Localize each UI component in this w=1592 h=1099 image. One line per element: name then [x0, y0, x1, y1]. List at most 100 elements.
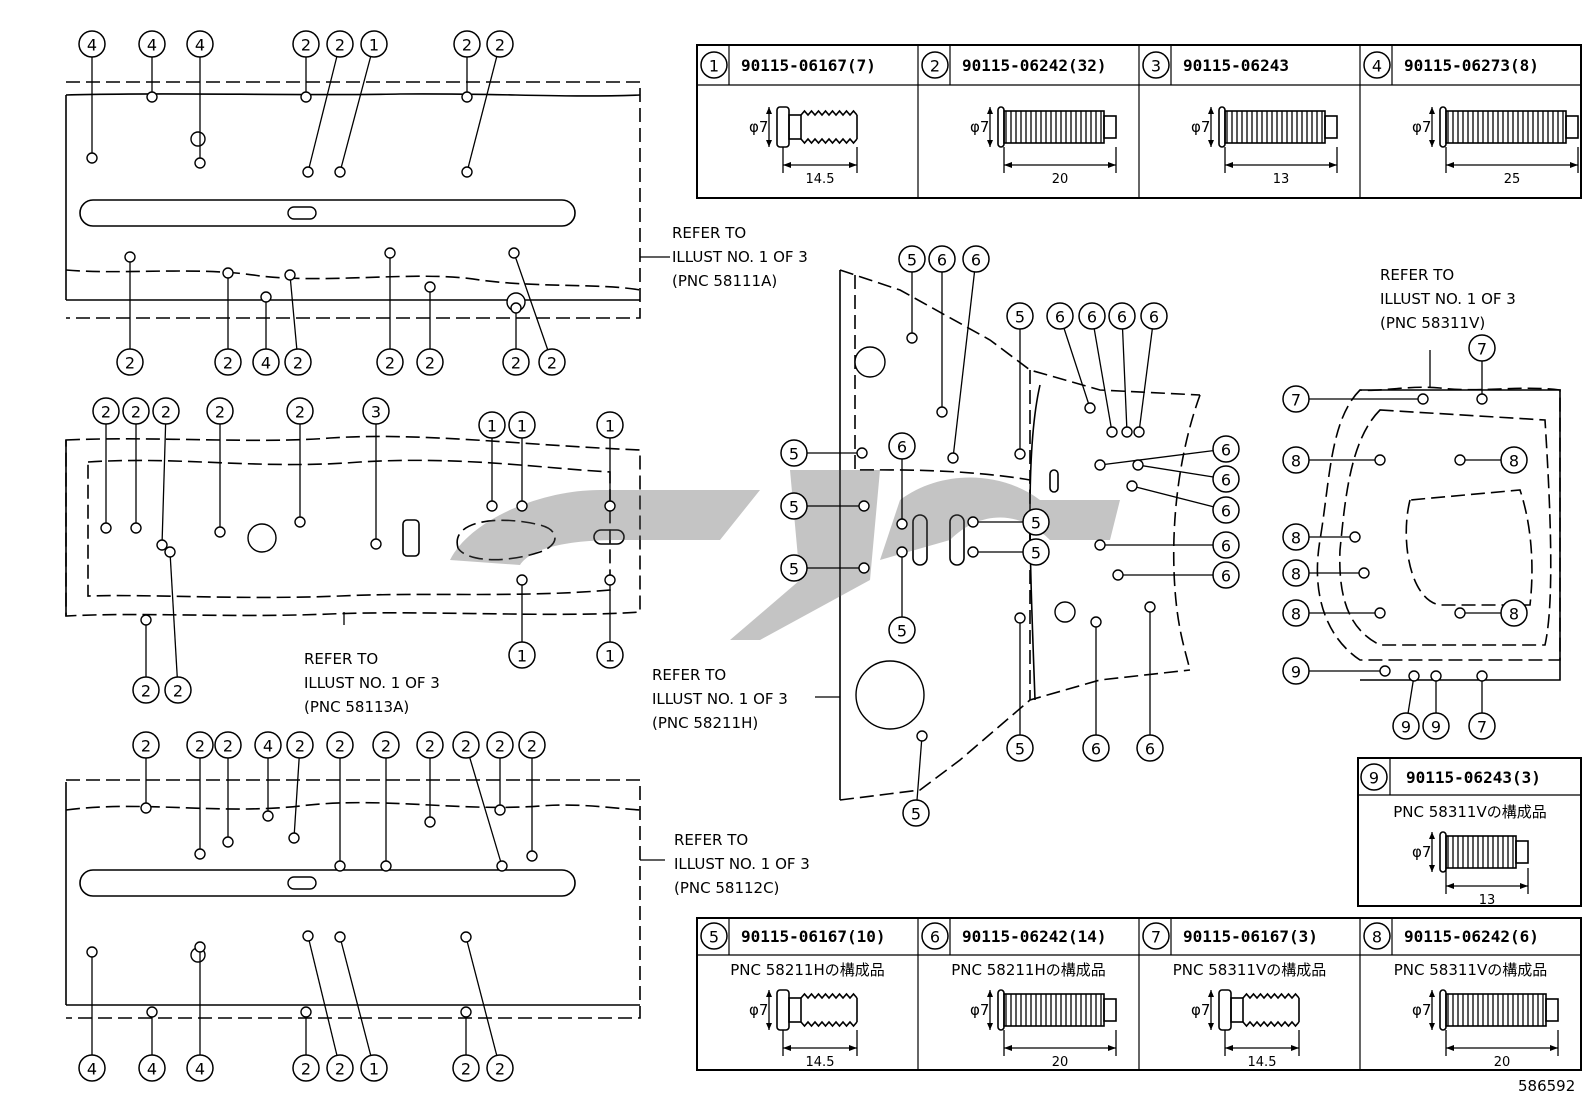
callout-circle — [1500, 446, 1528, 474]
callout-number: 6 — [1087, 308, 1097, 327]
length-dimension: 13 — [1224, 147, 1338, 187]
table-key-circle — [700, 51, 728, 79]
callout-number: 4 — [195, 36, 205, 55]
fastener-hole — [334, 166, 346, 178]
fastener-hole — [300, 91, 312, 103]
callout-center-17: 6 — [1094, 531, 1240, 559]
leader-line — [513, 252, 553, 363]
callout-number: 6 — [1145, 740, 1155, 759]
leader-line — [1138, 315, 1155, 433]
callout-number: 4 — [87, 36, 97, 55]
callout-circle — [898, 245, 926, 273]
fastener-hole — [334, 931, 346, 943]
fastener-hole — [1374, 607, 1386, 619]
fastener-hole — [300, 1006, 312, 1018]
leader-line — [289, 274, 299, 363]
length-dimension: 20 — [1003, 147, 1117, 187]
fastener-hole — [370, 538, 382, 550]
refer-note-58112c: REFER TO ILLUST NO. 1 OF 3 (PNC 58112C) — [674, 831, 810, 897]
table-key-circle — [1142, 51, 1170, 79]
svg-text:13: 13 — [1479, 893, 1496, 908]
callout-panel1-15: 2 — [502, 302, 530, 376]
callout-number: 2 — [385, 354, 395, 373]
diameter-dimension: φ7 — [1412, 990, 1435, 1030]
fastener-hole — [461, 166, 473, 178]
callout-circle — [1468, 334, 1496, 362]
fastener-hole — [86, 152, 98, 164]
callout-number: 8 — [1291, 452, 1301, 471]
callout-number: 6 — [971, 251, 981, 270]
refer-note-line2: ILLUST NO. 1 OF 3 — [304, 674, 440, 692]
callout-number: 5 — [789, 560, 799, 579]
callout-circle — [372, 731, 400, 759]
callout-circle — [214, 731, 242, 759]
callout-circle — [1282, 446, 1310, 474]
fastener-hole — [510, 302, 522, 314]
callout-circle — [286, 397, 314, 425]
part-number: 90115-06243(3) — [1406, 768, 1541, 787]
callout-number: 2 — [425, 354, 435, 373]
fastener-hole — [284, 269, 296, 281]
callout-number: 2 — [141, 737, 151, 756]
callout-panel2-10: 1 — [508, 574, 536, 669]
callout-center-14: 5 — [780, 492, 870, 520]
fastener-hole — [916, 730, 928, 742]
table-key-circle — [700, 922, 728, 950]
callout-number: 5 — [897, 622, 907, 641]
fastener-hole — [1121, 426, 1133, 438]
refer-note-line2: ILLUST NO. 1 OF 3 — [674, 855, 810, 873]
callout-panel2-4: 2 — [206, 397, 234, 538]
leader-line — [466, 43, 501, 173]
callout-number: 6 — [1221, 537, 1231, 556]
callout-number: 2 — [125, 354, 135, 373]
refer-note-line3: (PNC 58311V) — [1380, 314, 1485, 332]
diagram-number: 586592 — [1518, 1077, 1575, 1095]
callout-panel2-5: 2 — [286, 397, 314, 528]
callout-center-13: 6 — [1126, 480, 1240, 524]
callout-panel1-8: 2 — [461, 30, 514, 178]
fastener-hole — [1454, 607, 1466, 619]
callout-number: 1 — [369, 36, 379, 55]
callout-circle — [326, 1054, 354, 1082]
callout-right-3: 8 — [1282, 446, 1386, 474]
bolt-drawing — [776, 989, 858, 1031]
part-number: 90115-06167(3) — [1183, 927, 1318, 946]
diameter-dimension: φ7 — [1412, 832, 1435, 872]
callout-number: 5 — [907, 251, 917, 270]
callout-number: 5 — [1015, 740, 1025, 759]
grommet-drawing — [1439, 989, 1559, 1031]
fastener-hole — [1132, 459, 1144, 471]
callout-circle — [596, 641, 624, 669]
callout-center-7: 6 — [1108, 302, 1136, 438]
fastener-hole — [1094, 459, 1106, 471]
callout-circle — [1212, 561, 1240, 589]
callout-center-8: 6 — [1133, 302, 1168, 438]
fastener-hole — [947, 452, 959, 464]
callout-number: 2 — [295, 403, 305, 422]
rear-panel — [1316, 350, 1561, 681]
callout-panel1-11: 4 — [252, 291, 280, 376]
refer-note-58311v: REFER TO ILLUST NO. 1 OF 3 (PNC 58311V) — [1380, 266, 1516, 332]
callout-right-5: 8 — [1282, 523, 1361, 551]
callout-number: 5 — [789, 445, 799, 464]
svg-text:φ7: φ7 — [1412, 843, 1431, 861]
fastener-hole — [604, 500, 616, 512]
callout-number: 1 — [517, 647, 527, 666]
fastener-hole — [526, 850, 538, 862]
callout-number: 2 — [293, 354, 303, 373]
callout-number: 2 — [381, 737, 391, 756]
fastener-hole — [140, 802, 152, 814]
fastener-hole — [461, 91, 473, 103]
callout-panel3-13: 4 — [138, 1006, 166, 1082]
callout-number: 6 — [1091, 740, 1101, 759]
callout-number: 8 — [1291, 529, 1301, 548]
leader-line — [465, 936, 501, 1069]
diameter-dimension: φ7 — [1191, 107, 1214, 147]
callout-circle — [376, 348, 404, 376]
bolt-drawing — [1218, 989, 1300, 1031]
part-number: 90115-06242(32) — [962, 56, 1107, 75]
svg-text:φ7: φ7 — [1191, 1001, 1210, 1019]
